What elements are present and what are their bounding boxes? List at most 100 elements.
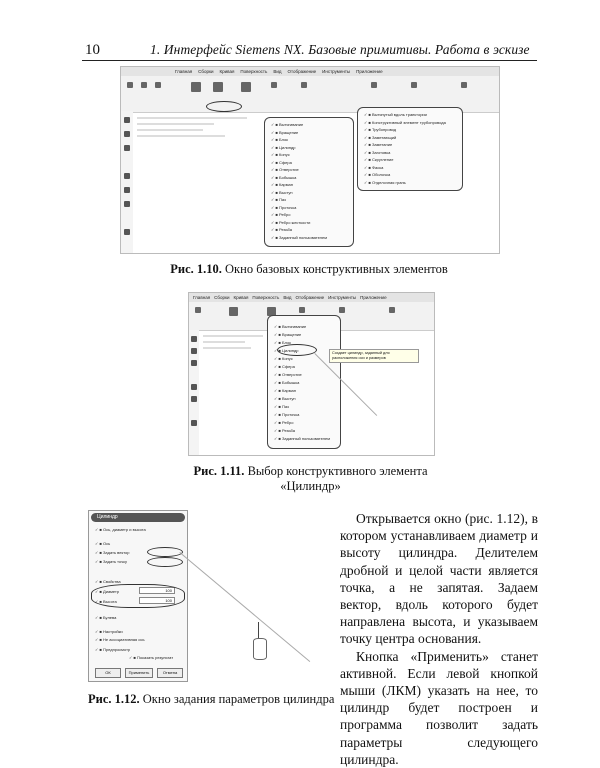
history-icon[interactable] xyxy=(191,420,197,426)
reuse-library-icon[interactable] xyxy=(191,384,197,390)
apply-button[interactable]: Применить xyxy=(125,668,153,678)
tab-tools[interactable]: Инструменты xyxy=(322,68,351,74)
dialog-row[interactable]: Не ассоциативная ось xyxy=(95,637,145,642)
design-feature-menu: Вытягивание Вращение Блок Цилиндр Конус … xyxy=(264,117,354,247)
assembly-navigator-icon[interactable] xyxy=(124,131,130,137)
assembly-navigator-icon[interactable] xyxy=(191,348,197,354)
menu-item[interactable]: Ребро xyxy=(274,420,293,425)
menu-item[interactable]: Цилиндр xyxy=(271,145,296,150)
menu-item[interactable]: Паз xyxy=(274,404,289,409)
menu-item[interactable]: Сфера xyxy=(274,364,295,369)
part-navigator-icon[interactable] xyxy=(124,117,130,123)
menu-item[interactable]: Карман xyxy=(271,182,293,187)
history-icon[interactable] xyxy=(124,201,130,207)
menu-item[interactable]: Ребро xyxy=(271,212,290,217)
unite-icon[interactable] xyxy=(299,307,305,313)
menu-item[interactable]: Заготовка xyxy=(364,150,390,155)
menu-item[interactable]: Блок xyxy=(274,340,291,345)
constraint-navigator-icon[interactable] xyxy=(191,360,197,366)
menu-item[interactable]: Вращение xyxy=(274,332,301,337)
menu-item[interactable]: Карман xyxy=(274,388,296,393)
hole-icon[interactable] xyxy=(241,82,251,92)
pattern-icon[interactable] xyxy=(389,307,395,313)
menu-item[interactable]: Проточка xyxy=(271,205,296,210)
menu-item[interactable]: Сфера xyxy=(271,160,292,165)
menu-item[interactable]: Резьба xyxy=(274,428,295,433)
web-browser-icon[interactable] xyxy=(191,396,197,402)
menu-item[interactable]: Отделочная грань xyxy=(364,180,406,185)
tab-surface[interactable]: Поверхность xyxy=(240,68,268,74)
menu-item[interactable]: Конус xyxy=(274,356,293,361)
menu-item[interactable]: Оболочка xyxy=(364,172,390,177)
tab-home[interactable]: Главная xyxy=(175,68,193,74)
menu-item[interactable]: Бобышка xyxy=(271,175,296,180)
menu-item[interactable]: Скругление xyxy=(364,157,393,162)
menu-item[interactable]: Фаска xyxy=(364,165,383,170)
edge-blend-icon[interactable] xyxy=(301,82,307,88)
extrude-icon[interactable] xyxy=(191,82,201,92)
sketch-icon[interactable] xyxy=(195,307,201,313)
tab-application[interactable]: Приложение xyxy=(356,68,383,74)
menu-item[interactable]: Отверстие xyxy=(271,167,299,172)
paragraph-1: Открывается окно (рис. 1.12), в котором … xyxy=(340,511,538,647)
more-icon[interactable] xyxy=(371,82,377,88)
edge-blend-icon[interactable] xyxy=(339,307,345,313)
menu-item[interactable]: Отверстие xyxy=(274,372,302,377)
menu-item[interactable]: Блок xyxy=(271,137,288,142)
tab-application[interactable]: Приложение xyxy=(360,294,387,300)
extrude-icon[interactable] xyxy=(229,307,238,316)
tab-curve[interactable]: Кривая xyxy=(233,294,249,300)
part-navigator-icon[interactable] xyxy=(191,336,197,342)
ribbon-toolbar xyxy=(121,76,499,113)
arc-icon[interactable] xyxy=(155,82,161,88)
sketch-icon[interactable] xyxy=(127,82,133,88)
ok-button[interactable]: ОК xyxy=(95,668,121,678)
specify-vector-row[interactable]: Задать вектор xyxy=(95,550,129,555)
menu-item[interactable]: Вращение xyxy=(271,130,298,135)
menu-item[interactable]: Конструктивный элемент трубопровода xyxy=(364,120,446,125)
dialog-row[interactable]: Ось, диаметр и высота xyxy=(95,527,146,532)
menu-item[interactable]: Заметающий xyxy=(364,135,396,140)
menu-item[interactable]: Трубопровод xyxy=(364,127,396,132)
reuse-library-icon[interactable] xyxy=(124,173,130,179)
menu-item[interactable]: Паз xyxy=(271,197,286,202)
tab-tools[interactable]: Инструменты xyxy=(328,294,357,300)
revolve-icon[interactable] xyxy=(213,82,223,92)
dialog-row: Ось xyxy=(95,541,110,546)
mirror-icon[interactable] xyxy=(461,82,467,88)
tab-surface[interactable]: Поверхность xyxy=(252,294,280,300)
menu-item[interactable]: Выступ xyxy=(274,396,296,401)
tab-curve[interactable]: Кривая xyxy=(219,68,235,74)
cancel-button[interactable]: Отмена xyxy=(157,668,183,678)
unite-icon[interactable] xyxy=(271,82,277,88)
menu-item[interactable]: Ребро жесткости xyxy=(271,220,310,225)
menu-item[interactable]: Вытянутый вдоль траектории xyxy=(364,112,427,117)
menu-item[interactable]: Бобышка xyxy=(274,380,299,385)
specify-point-row[interactable]: Задать точку xyxy=(95,559,127,564)
menu-item[interactable]: Выступ xyxy=(271,190,293,195)
menu-item[interactable]: Резьба xyxy=(271,227,292,232)
line-icon[interactable] xyxy=(141,82,147,88)
tab-display[interactable]: Отображение xyxy=(287,68,317,74)
menu-item[interactable]: Заданный пользователем xyxy=(274,436,330,441)
tab-assemblies[interactable]: Сборки xyxy=(214,294,230,300)
menu-item[interactable]: Проточка xyxy=(274,412,299,417)
web-browser-icon[interactable] xyxy=(124,187,130,193)
menu-item[interactable]: Конус xyxy=(271,152,290,157)
tab-display[interactable]: Отображение xyxy=(295,294,325,300)
roles-icon[interactable] xyxy=(124,229,130,235)
more-icon[interactable] xyxy=(267,307,276,316)
menu-item[interactable]: Вытягивание xyxy=(271,122,303,127)
dialog-row: Свойства xyxy=(95,579,121,584)
pattern-icon[interactable] xyxy=(411,82,417,88)
dialog-row[interactable]: Показать результат xyxy=(129,655,173,660)
tab-assemblies[interactable]: Сборки xyxy=(198,68,214,74)
constraint-navigator-icon[interactable] xyxy=(124,145,130,151)
menu-item[interactable]: Вытягивание xyxy=(274,324,306,329)
tab-home[interactable]: Главная xyxy=(193,294,211,300)
menu-item[interactable]: Заданный пользователем xyxy=(271,235,327,240)
tab-view[interactable]: Вид xyxy=(273,68,282,74)
tab-view[interactable]: Вид xyxy=(283,294,292,300)
vector-arrow-icon xyxy=(258,622,259,638)
menu-item[interactable]: Заметание xyxy=(364,142,392,147)
